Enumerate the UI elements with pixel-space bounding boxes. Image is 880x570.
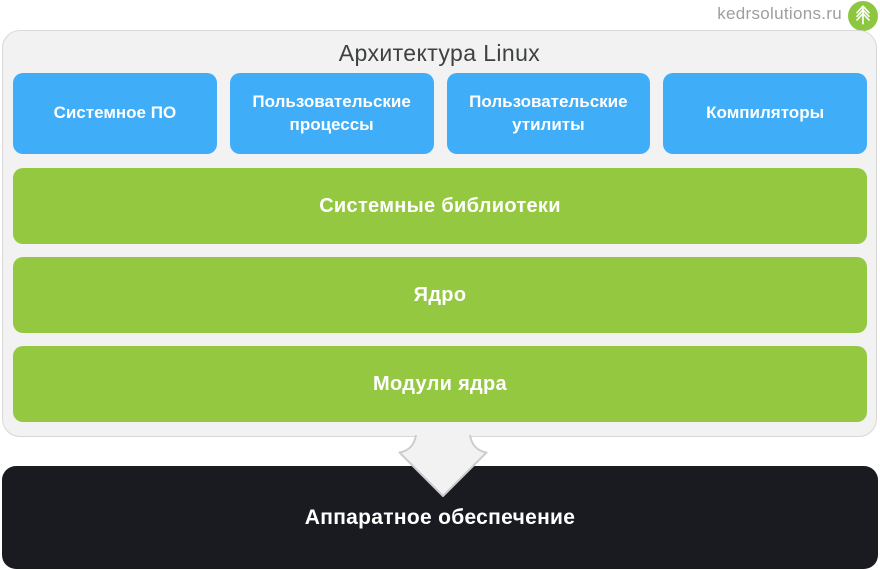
layer-system-libraries: Системные библиотеки <box>13 168 867 244</box>
fir-tree-icon <box>852 3 874 30</box>
layer-kernel-modules: Модули ядра <box>13 346 867 422</box>
top-row: Системное ПО Пользовательские процессы П… <box>13 73 867 154</box>
diagram-title: Архитектура Linux <box>338 40 541 66</box>
arrow-down-icon <box>396 434 490 504</box>
layer-kernel: Ядро <box>13 257 867 333</box>
brand-text: kedrsolutions.ru <box>717 4 842 23</box>
architecture-card: Архитектура Linux Системное ПО Пользоват… <box>2 30 877 437</box>
box-user-utilities: Пользовательские утилиты <box>446 73 651 154</box>
brand-logo <box>848 1 878 31</box>
box-system-software: Системное ПО <box>13 73 217 154</box>
box-compilers: Компиляторы <box>663 73 867 154</box>
box-user-processes: Пользовательские процессы <box>229 73 434 154</box>
